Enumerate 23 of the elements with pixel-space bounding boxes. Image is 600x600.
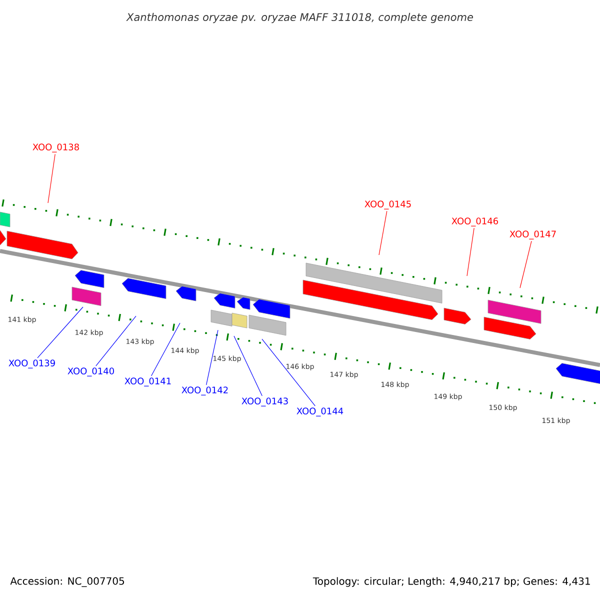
leader-line (96, 316, 136, 366)
gene-label: XOO_0138 (32, 144, 79, 152)
leader-line (206, 330, 218, 386)
gene-label: XOO_0146 (452, 218, 498, 226)
gene-label: XOO_0147 (510, 230, 556, 240)
title: Xanthomonas oryzae pv. oryzae MAFF 311018, complete genome (126, 12, 473, 24)
leader-line (378, 210, 388, 256)
gene-label: XOO_0139 (8, 360, 55, 368)
gene-label: XOO_0145 (364, 200, 411, 210)
accession-text: Accession: NC_007705 (10, 577, 124, 587)
gene-label: XOO_0144 (296, 408, 344, 416)
gene-label: XOO_0141 (124, 378, 171, 386)
leader-line (466, 228, 474, 276)
leader-line (151, 322, 180, 376)
gene-label: XOO_0142 (182, 386, 228, 396)
gene-label: XOO_0143 (242, 398, 288, 406)
leader-line (48, 154, 56, 204)
genome-summary-text: Topology: circular; Length: 4,940,217 bp; Genes: 4,431 (312, 577, 590, 587)
leader-line (234, 336, 262, 396)
gene-label: XOO_0140 (68, 368, 114, 376)
leader-line (262, 338, 316, 406)
leader-line (37, 306, 84, 358)
leader-line (520, 240, 532, 288)
